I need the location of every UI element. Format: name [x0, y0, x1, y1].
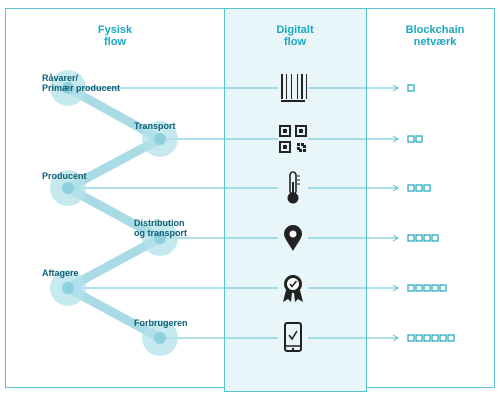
- thermometer-icon: [278, 171, 308, 204]
- flow-node-core: [62, 82, 74, 94]
- blockchain-block: [407, 334, 415, 342]
- blockchain-block: [415, 184, 423, 192]
- blockchain-block: [431, 234, 439, 242]
- arrow-head-icon: [392, 284, 399, 292]
- flow-node-core: [154, 133, 166, 145]
- smartphone-check-icon: [278, 322, 308, 353]
- blockchain-block: [415, 234, 423, 242]
- blockchain-block: [407, 135, 415, 143]
- flow-node-core: [154, 332, 166, 344]
- arrow-head-icon: [392, 135, 399, 143]
- qr-code-icon: [278, 124, 308, 154]
- arrow-head-icon: [392, 184, 399, 192]
- flow-node-core: [154, 232, 166, 244]
- blockchain-block: [431, 284, 439, 292]
- blockchain-block: [407, 84, 415, 92]
- step-label: Distribution og transport: [134, 218, 187, 238]
- blockchain-block: [439, 284, 447, 292]
- blockchain-block: [439, 334, 447, 342]
- physical-flow-title: Fysisk flow: [97, 24, 133, 48]
- blockchain-block: [407, 234, 415, 242]
- blockchain-block: [423, 234, 431, 242]
- blockchain-block: [415, 284, 423, 292]
- digital-flow-title: Digitalt flow: [276, 24, 314, 48]
- arrow-head-icon: [392, 234, 399, 242]
- blockchain-network-title: Blockchain netværk: [405, 24, 465, 48]
- step-label: Aftagere: [42, 268, 79, 278]
- award-badge-icon: [278, 273, 308, 303]
- blockchain-block: [431, 334, 439, 342]
- blockchain-block: [423, 334, 431, 342]
- blockchain-block: [423, 284, 431, 292]
- step-label: Producent: [42, 171, 87, 181]
- blockchain-block: [447, 334, 455, 342]
- blockchain-block: [407, 184, 415, 192]
- arrow-head-icon: [392, 334, 399, 342]
- digital-icons: [278, 73, 308, 353]
- step-label: Råvarer/ Primær producent: [42, 73, 121, 93]
- flow-nodes: [50, 70, 178, 356]
- barcode-icon: [278, 73, 308, 103]
- blockchain-block: [407, 284, 415, 292]
- location-pin-icon: [278, 223, 308, 253]
- blockchain-block: [415, 334, 423, 342]
- blockchain-block: [415, 135, 423, 143]
- step-label: Forbrugeren: [134, 318, 188, 328]
- flow-node-core: [62, 182, 74, 194]
- flow-node-core: [62, 282, 74, 294]
- blockchain-block: [423, 184, 431, 192]
- step-label: Transport: [134, 121, 176, 131]
- arrow-head-icon: [392, 84, 399, 92]
- blockchain-blocks: [407, 84, 455, 342]
